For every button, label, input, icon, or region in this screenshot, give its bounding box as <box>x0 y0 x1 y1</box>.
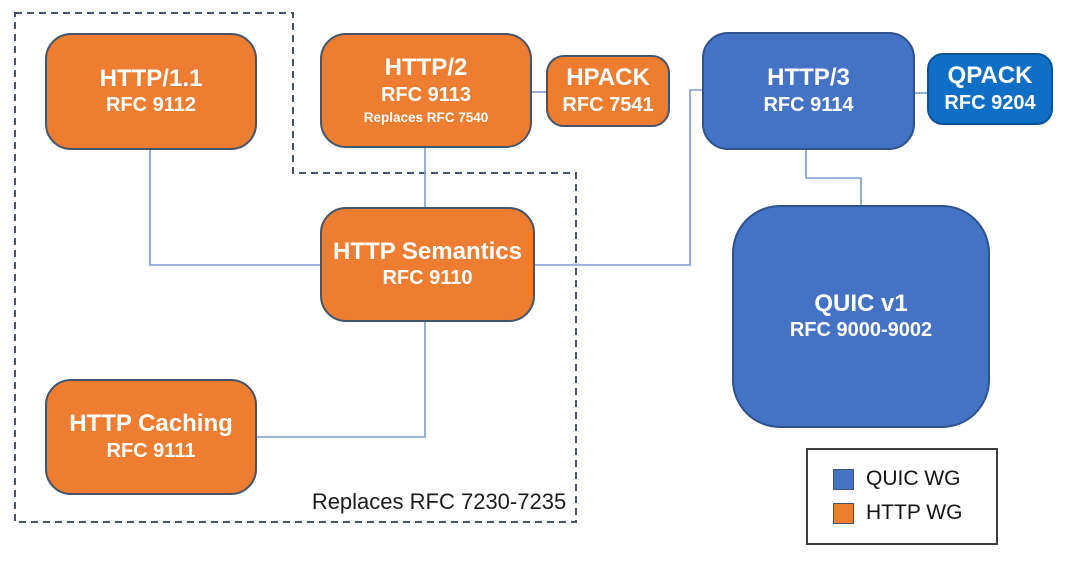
http-caching-node: HTTP Caching RFC 9111 <box>45 379 257 495</box>
legend-item-http-wg: HTTP WG <box>833 502 996 525</box>
http11-title: HTTP/1.1 <box>99 64 203 92</box>
http2-title: HTTP/2 <box>384 54 468 82</box>
legend-item-quic-wg: QUIC WG <box>833 468 996 491</box>
http-wg-label: HTTP WG <box>866 501 963 524</box>
qpack-node: QPACK RFC 9204 <box>927 53 1053 125</box>
http3-title: HTTP/3 <box>767 64 850 92</box>
http-semantics-node: HTTP Semantics RFC 9110 <box>320 207 535 322</box>
qpack-title: QPACK <box>947 62 1033 90</box>
connector-http3-quic <box>805 150 862 205</box>
quic-node: QUIC v1 RFC 9000-9002 <box>732 205 990 428</box>
quic-wg-label: QUIC WG <box>866 467 961 490</box>
hpack-title: HPACK <box>566 64 650 92</box>
quic-wg-swatch <box>833 469 854 490</box>
http3-node: HTTP/3 RFC 9114 <box>702 32 915 150</box>
http-caching-title: HTTP Caching <box>69 410 233 438</box>
http11-node: HTTP/1.1 RFC 9112 <box>45 33 257 150</box>
http11-rfc: RFC 9112 <box>105 94 197 117</box>
legend: QUIC WG HTTP WG <box>806 448 998 545</box>
http-caching-rfc: RFC 9111 <box>106 439 196 462</box>
hpack-rfc: RFC 7541 <box>562 93 654 116</box>
connector-http11-semantics <box>149 150 320 266</box>
connector-semantics-caching <box>257 322 426 438</box>
http-semantics-title: HTTP Semantics <box>333 237 522 265</box>
http2-replaces-note: Replaces RFC 7540 <box>363 110 489 126</box>
http2-node: HTTP/2 RFC 9113 Replaces RFC 7540 <box>320 33 532 148</box>
quic-title: QUIC v1 <box>814 289 908 317</box>
http-wg-swatch <box>833 503 854 524</box>
qpack-rfc: RFC 9204 <box>944 91 1036 114</box>
http2-rfc: RFC 9113 <box>380 84 472 107</box>
http3-rfc: RFC 9114 <box>763 93 854 116</box>
hpack-node: HPACK RFC 7541 <box>546 55 670 127</box>
dashed-group-note: Replaces RFC 7230-7235 <box>311 489 567 514</box>
quic-rfc: RFC 9000-9002 <box>789 319 933 342</box>
http-semantics-rfc: RFC 9110 <box>382 267 473 290</box>
